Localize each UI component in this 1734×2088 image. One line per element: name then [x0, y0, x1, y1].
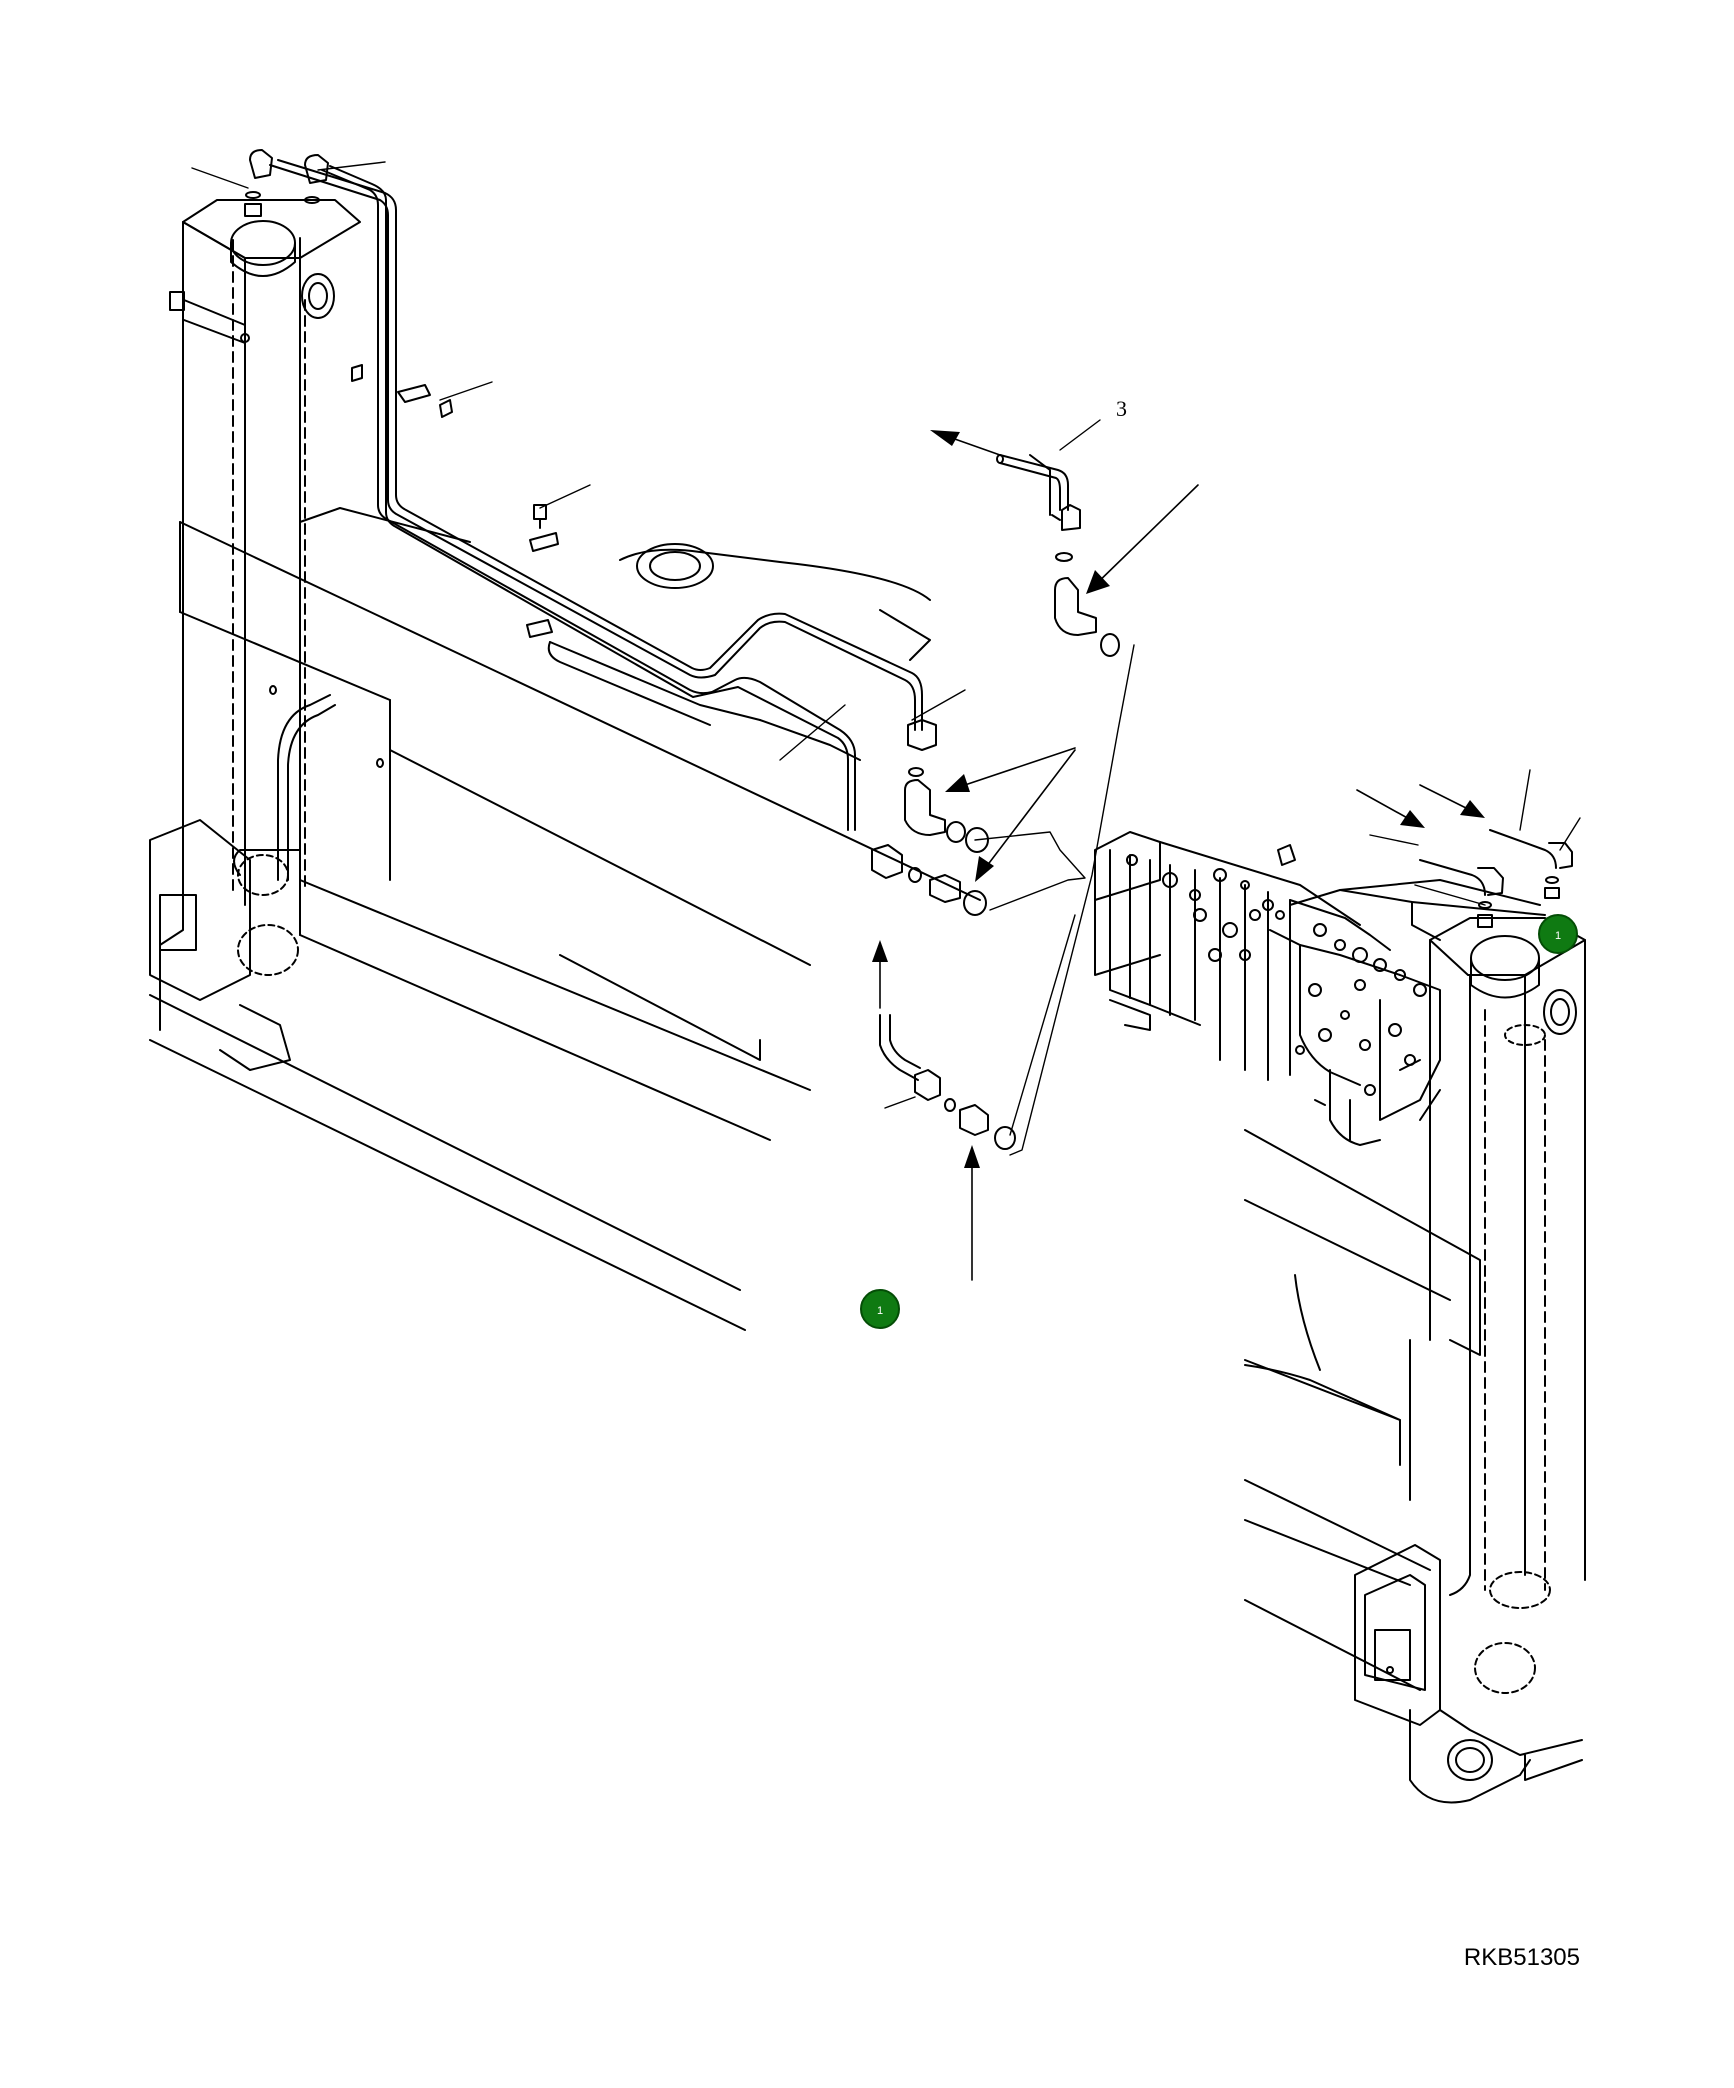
- stray-index-mark: 3: [1116, 396, 1127, 421]
- cross-beam: [149, 507, 981, 1331]
- left-mast-upright: [159, 199, 361, 1031]
- right-cross-beam: [1244, 1129, 1481, 1691]
- right-bottom-block: [1354, 1544, 1583, 1804]
- hydraulic-tube-set: [269, 159, 923, 831]
- bracket-parts: [351, 364, 559, 638]
- reference-callout-badge[interactable]: 1: [1538, 914, 1578, 954]
- left-top-elbows: [244, 149, 329, 217]
- right-mast-upright: [1289, 879, 1586, 1694]
- routing-lines: [974, 644, 1135, 1156]
- left-bottom-block: [149, 819, 299, 1071]
- top-right-tube: [996, 454, 1069, 511]
- control-valve-bank: [1094, 831, 1441, 1146]
- left-pipes: [232, 239, 336, 896]
- center-body: [547, 543, 931, 761]
- leader-lines: [191, 161, 1581, 1109]
- right-top-elbows: [1419, 829, 1573, 928]
- reference-callout-badge[interactable]: 1: [860, 1289, 900, 1329]
- arrowheads: [872, 430, 1485, 1168]
- drawing-reference-code: RKB51305: [1463, 1944, 1580, 1971]
- center-fittings: [871, 454, 1120, 1150]
